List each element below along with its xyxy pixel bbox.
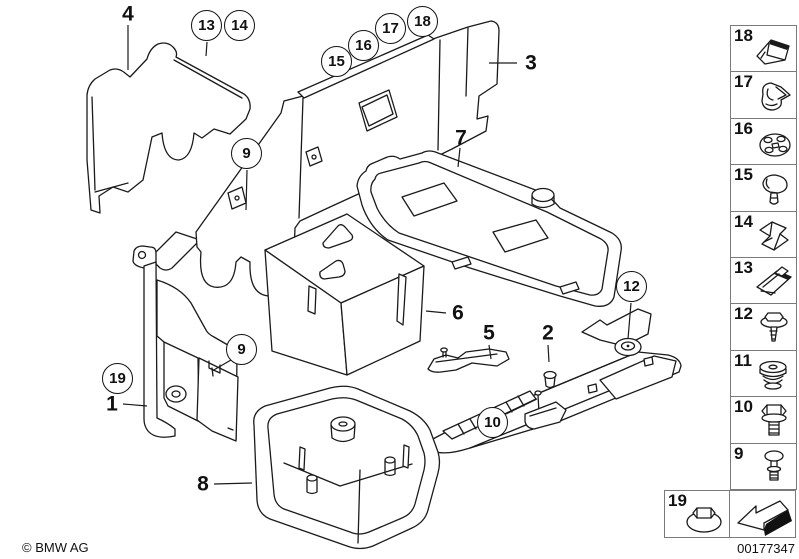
fastener-legend: 18 17 16 — [730, 25, 797, 490]
balloon-17[interactable]: 17 — [375, 13, 406, 44]
legend-item-9[interactable]: 9 — [731, 444, 796, 489]
legend-item-18[interactable]: 18 — [731, 26, 796, 73]
legend-item-17[interactable]: 17 — [731, 72, 796, 119]
legend-number: 16 — [734, 118, 753, 138]
part-1-side-bracket — [132, 245, 239, 442]
legend-number: 13 — [734, 258, 753, 278]
legend-number: 10 — [734, 397, 753, 417]
legend-item-16[interactable]: 16 — [731, 118, 796, 166]
retaining-clip-icon — [756, 39, 790, 65]
document-number: 00177347 — [737, 541, 795, 556]
balloon-14[interactable]: 14 — [224, 10, 255, 41]
balloon-16[interactable]: 16 — [348, 30, 379, 61]
copyright-text: © BMW AG — [22, 540, 89, 555]
grommet-plug-icon — [759, 360, 787, 390]
part-8-storage-tub — [253, 385, 441, 550]
balloon-12[interactable]: 12 — [616, 271, 647, 302]
label-part-6[interactable]: 6 — [452, 301, 464, 325]
balloon-13[interactable]: 13 — [191, 10, 222, 41]
washer-nut-icon — [686, 507, 722, 533]
leader-lines — [122, 25, 632, 485]
legend-bottom-row: 19 — [664, 490, 796, 538]
legend-number: 14 — [734, 211, 753, 231]
balloon-10[interactable]: 10 — [477, 407, 508, 438]
plastic-nut-icon — [759, 133, 791, 157]
balloon-19[interactable]: 19 — [102, 363, 133, 394]
holding-clip-icon — [761, 82, 791, 112]
legend-number: 15 — [734, 165, 753, 185]
label-part-4[interactable]: 4 — [122, 2, 134, 26]
balloon-18[interactable]: 18 — [407, 6, 438, 37]
direction-arrow-icon — [737, 500, 792, 536]
part-5-small-bracket — [427, 347, 510, 373]
label-part-7[interactable]: 7 — [455, 126, 467, 150]
legend-item-10[interactable]: 10 — [731, 397, 796, 444]
label-part-1[interactable]: 1 — [106, 392, 118, 416]
plastic-rivet-icon — [764, 450, 784, 481]
legend-number: 19 — [668, 491, 687, 510]
label-part-2[interactable]: 2 — [542, 321, 554, 345]
part-7-tray — [356, 150, 622, 307]
part-3-rear-panel — [149, 20, 500, 297]
legend-number: 18 — [734, 26, 753, 45]
screw-with-washer-icon — [760, 312, 788, 343]
balloon-9-lower[interactable]: 9 — [226, 334, 257, 365]
label-part-5[interactable]: 5 — [483, 321, 495, 345]
legend-number: 9 — [734, 443, 744, 463]
legend-item-13[interactable]: 13 — [731, 258, 796, 305]
hex-bolt-icon — [761, 404, 787, 436]
label-part-8[interactable]: 8 — [197, 472, 209, 496]
legend-item-12[interactable]: 12 — [731, 304, 796, 351]
spring-clip-icon — [759, 220, 789, 251]
direction-arrow-cell — [730, 490, 796, 538]
expanding-rivet-icon — [762, 174, 788, 205]
legend-number: 12 — [734, 304, 753, 324]
legend-item-11[interactable]: 11 — [731, 350, 796, 398]
legend-number: 11 — [734, 350, 752, 370]
slide-on-clip-icon — [756, 266, 792, 296]
part-4-left-trim-panel — [86, 42, 251, 214]
legend-item-15[interactable]: 15 — [731, 165, 796, 212]
balloon-9-upper[interactable]: 9 — [231, 138, 262, 169]
legend-number: 17 — [734, 72, 753, 92]
legend-item-14[interactable]: 14 — [731, 211, 796, 259]
part-6-storage-box — [264, 213, 425, 376]
legend-item-19[interactable]: 19 — [664, 490, 730, 538]
label-part-3[interactable]: 3 — [525, 51, 537, 75]
balloon-15[interactable]: 15 — [321, 46, 352, 77]
